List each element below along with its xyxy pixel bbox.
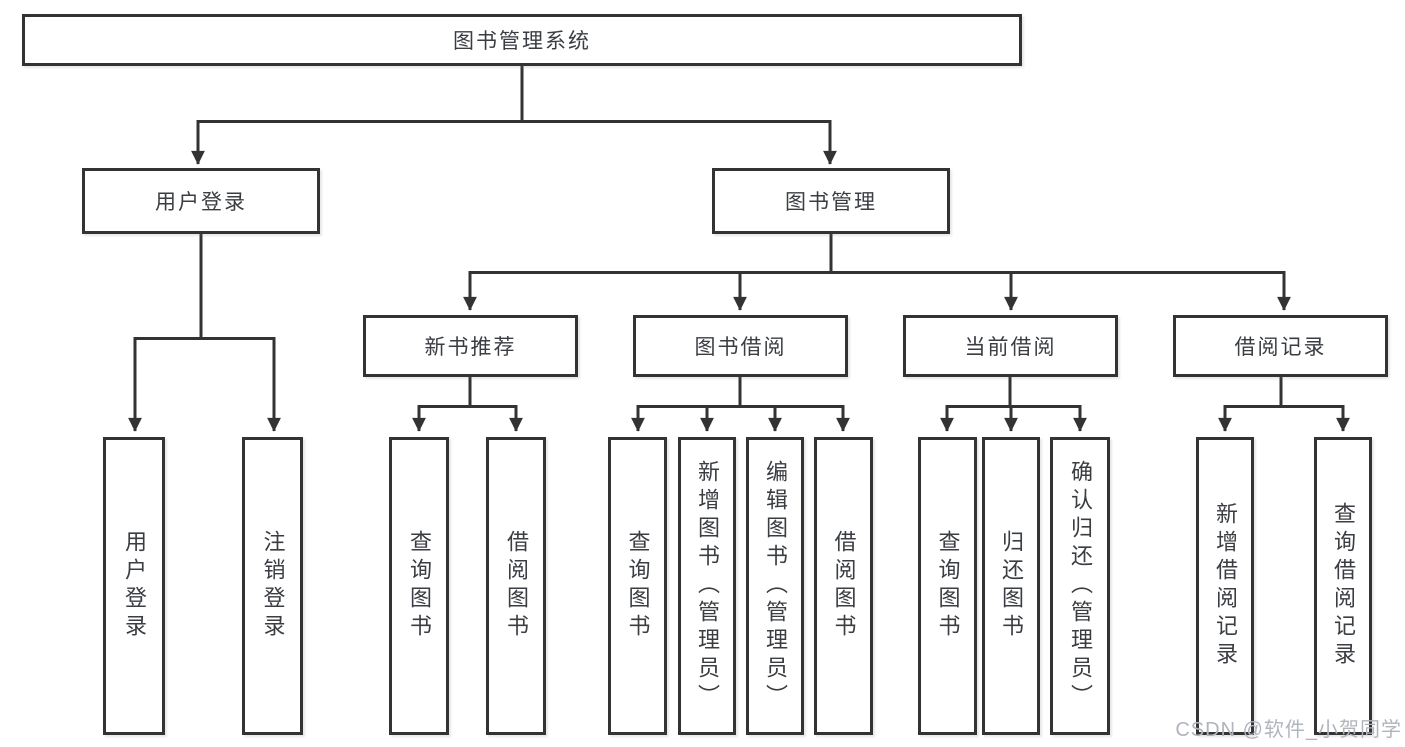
node-query-books-newbook: 查询图书	[389, 437, 449, 735]
node-borrow-books: 借阅图书	[814, 437, 873, 735]
node-borrow-books-newbook: 借阅图书	[486, 437, 546, 735]
node-book-management-system: 图书管理系统	[22, 14, 1022, 66]
node-book-management-branch: 图书管理	[712, 168, 950, 234]
node-add-books-admin: 新增图书（管理员）	[678, 437, 736, 735]
node-query-books-borrow: 查询图书	[608, 437, 667, 735]
node-edit-books-admin: 编辑图书（管理员）	[746, 437, 804, 735]
node-user-login: 用户登录	[103, 437, 165, 735]
node-return-books: 归还图书	[982, 437, 1040, 735]
node-book-borrowing: 图书借阅	[633, 315, 848, 377]
node-user-login-branch: 用户登录	[82, 168, 320, 234]
node-query-books-current: 查询图书	[918, 437, 977, 735]
node-confirm-return-admin: 确认归还（管理员）	[1050, 437, 1110, 735]
node-new-book-recommend: 新书推荐	[363, 315, 578, 377]
node-borrowing-records: 借阅记录	[1173, 315, 1388, 377]
watermark: CSDN @软件_小贺同学	[1175, 719, 1402, 741]
node-logout: 注销登录	[242, 437, 303, 735]
node-add-borrow-record: 新增借阅记录	[1196, 437, 1254, 735]
node-current-borrowing: 当前借阅	[903, 315, 1118, 377]
node-query-borrow-record: 查询借阅记录	[1314, 437, 1372, 735]
